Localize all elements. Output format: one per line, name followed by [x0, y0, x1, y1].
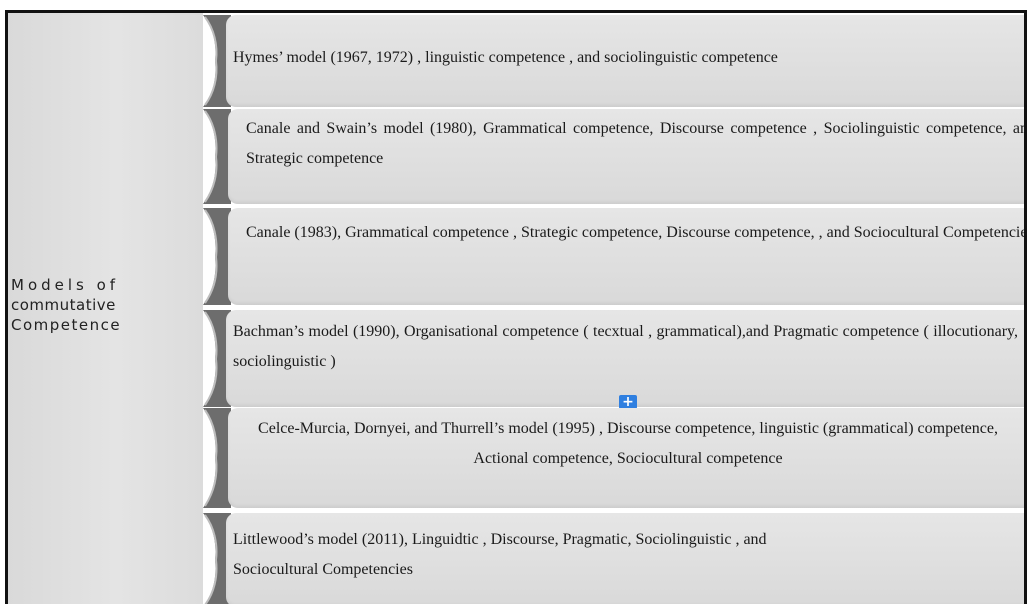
model-box: Canale (1983), Grammatical competence , … — [228, 208, 1027, 305]
model-box: Bachman’s model (1990), Organisational c… — [226, 310, 1024, 407]
model-box: Canale and Swain’s model (1980), Grammat… — [228, 109, 1027, 204]
model-text: Hymes’ model (1967, 1972) , linguistic c… — [233, 49, 778, 66]
brace-connector — [203, 408, 231, 508]
model-text: Canale and Swain’s model (1980), Grammat… — [246, 120, 1027, 167]
brace-connector — [203, 513, 231, 604]
model-box: Celce-Murcia, Dornyei, and Thurrell’s mo… — [228, 408, 1024, 508]
category-label-line-3: Competence — [11, 316, 122, 334]
category-label-line-2: commutative — [11, 296, 116, 314]
category-label-line-1: Models of — [11, 276, 120, 294]
brace-connector — [203, 208, 231, 305]
category-panel: Models of commutative Competence — [8, 13, 203, 604]
model-box: Littlewood’s model (2011), Linguidtic , … — [226, 513, 1024, 604]
brace-connector — [203, 15, 231, 107]
plus-icon: + — [622, 394, 634, 410]
model-text: Littlewood’s model (2011), Linguidtic , … — [233, 531, 767, 578]
category-label: Models of commutative Competence — [11, 275, 191, 335]
model-box: Hymes’ model (1967, 1972) , linguistic c… — [226, 15, 1024, 107]
model-text: Bachman’s model (1990), Organisational c… — [233, 323, 1018, 370]
brace-connector — [203, 109, 231, 204]
diagram-frame: Models of commutative Competence Hymes’ … — [5, 10, 1027, 604]
add-node-button[interactable]: + — [619, 395, 637, 409]
model-text: Celce-Murcia, Dornyei, and Thurrell’s mo… — [258, 420, 998, 467]
model-text: Canale (1983), Grammatical competence , … — [246, 224, 1027, 241]
brace-connector — [203, 310, 231, 407]
